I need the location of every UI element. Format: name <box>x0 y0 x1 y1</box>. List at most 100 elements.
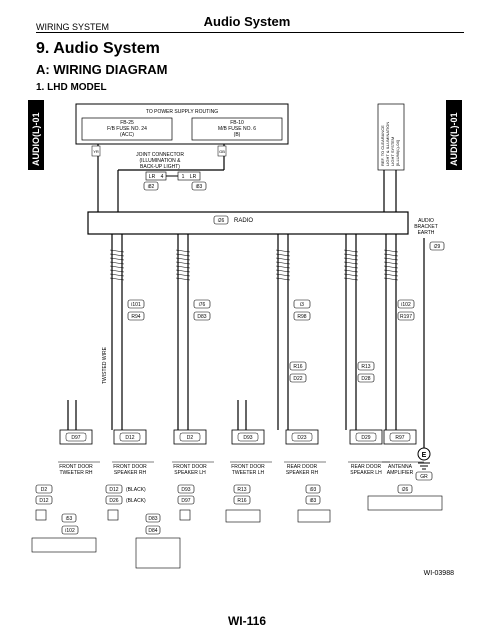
wire-label-yr: YR <box>93 149 99 154</box>
view-label-i53: i53 <box>66 516 73 522</box>
device-connector-tag <box>291 432 313 442</box>
inline-connector-tag <box>397 311 415 321</box>
device-connector-label: D93 <box>243 435 252 441</box>
twist-mark <box>175 253 191 257</box>
inline-connector-label: D28 <box>361 376 370 382</box>
device-name: FRONT DOOR <box>173 464 207 470</box>
inline-connector-label: R16 <box>293 364 302 370</box>
view-color-2: (BLACK) <box>126 498 146 504</box>
twist-mark <box>275 265 291 269</box>
view-plug-r13 <box>225 509 261 523</box>
view-conn-i102 <box>61 525 79 535</box>
twist-mark <box>109 277 125 281</box>
view-plug-i83 <box>297 509 331 523</box>
fuse-right-line-1: FB-10 <box>230 120 244 126</box>
twist-mark <box>275 277 291 281</box>
inline-connector-tag <box>357 361 375 371</box>
device-name: REAR DOOR <box>287 464 318 470</box>
device-name: AMPLIFIER <box>387 470 414 476</box>
inline-connector-tag <box>357 373 375 383</box>
inline-connector-tag <box>397 299 415 309</box>
view-conn-d12-b <box>105 484 123 494</box>
side-tag-left: AUDIO(L)-01 <box>31 113 41 167</box>
device-connector-tag <box>389 432 411 442</box>
earth-conn: i29 <box>434 244 441 250</box>
device-name: TWEETER LH <box>232 470 265 476</box>
device-connector-label: D12 <box>125 435 134 441</box>
view-label-d26: D26 <box>109 498 118 504</box>
fuse-left-box <box>81 117 173 141</box>
twist-mark <box>275 253 291 257</box>
inline-connector-label: R98 <box>297 314 306 320</box>
inline-connector-tag <box>193 311 211 321</box>
device-name: SPEAKER LH <box>350 470 382 476</box>
twist-mark <box>175 261 191 265</box>
twist-mark <box>109 269 125 273</box>
twist-mark <box>343 249 359 253</box>
inline-connector-tag <box>293 311 311 321</box>
view-label-d83: D83 <box>148 516 157 522</box>
view-conn-i93 <box>305 484 321 494</box>
view-label-d12-b: D12 <box>109 487 118 493</box>
twist-mark <box>383 253 399 257</box>
view-label-d12-a: D12 <box>39 498 48 504</box>
earth-wire-tag <box>415 471 433 481</box>
fuse-left-line-2: F/B FUSE NO. 24 <box>107 126 147 132</box>
twisted-wire-label: TWISTED WIRE <box>102 346 108 384</box>
earth-symbol <box>417 447 431 461</box>
twist-mark <box>383 257 399 261</box>
view-conn-i83 <box>305 495 321 505</box>
view-label-d84: D84 <box>148 528 157 534</box>
joint-label-1: JOINT CONNECTOR <box>136 152 184 158</box>
view-conn-i26 <box>397 484 413 494</box>
fuse-right-line-2: M/B FUSE NO. 6 <box>218 126 256 132</box>
view-color-1: (BLACK) <box>126 487 146 493</box>
side-tag-right: AUDIO(L)-01 <box>449 113 459 167</box>
model-heading: 1. LHD MODEL <box>36 82 107 93</box>
joint-pin-b-num: 1 <box>182 174 185 180</box>
figure-code: WI-03988 <box>423 570 454 577</box>
device-connector-label: D2 <box>187 435 194 441</box>
joint-conn-a <box>143 181 159 191</box>
twist-mark <box>109 273 125 277</box>
view-label-r16: R16 <box>237 498 246 504</box>
joint-conn-b-label: i83 <box>196 184 203 190</box>
device-connector-tag <box>237 432 259 442</box>
inline-connector-tag <box>289 361 307 371</box>
twist-mark <box>275 269 291 273</box>
ref-note-2: LIGHT & ILLUMINATION <box>385 122 390 166</box>
view-conn-d2 <box>35 484 53 494</box>
wire-tag-gb <box>217 145 227 157</box>
sub-heading: A: WIRING DIAGRAM <box>36 62 168 77</box>
joint-label-2: (ILLUMINATION & <box>139 158 181 164</box>
radio-conn: i26 <box>218 218 225 224</box>
device-name: SPEAKER LH <box>174 470 206 476</box>
twist-mark <box>343 277 359 281</box>
joint-pin-a-wire: LR <box>149 174 156 180</box>
power-supply-box <box>75 103 289 145</box>
twist-mark <box>383 269 399 273</box>
view-conn-d84 <box>145 525 161 535</box>
twist-mark <box>175 277 191 281</box>
earth-label-2: BRACKET <box>414 224 438 230</box>
inline-connector-label: i3 <box>300 302 304 308</box>
device-name: SPEAKER RH <box>286 470 319 476</box>
device-name: FRONT DOOR <box>231 464 265 470</box>
twist-mark <box>275 249 291 253</box>
device-connector-tag <box>119 432 141 442</box>
twist-mark <box>175 265 191 269</box>
device-name: TWEETER RH <box>59 470 92 476</box>
section-label: WIRING SYSTEM <box>36 22 110 32</box>
fuse-right-box <box>191 117 283 141</box>
view-conn-d97 <box>177 495 195 505</box>
twist-mark <box>109 257 125 261</box>
twist-mark <box>383 273 399 277</box>
device-name: REAR DOOR <box>351 464 382 470</box>
twist-mark <box>109 261 125 265</box>
twist-mark <box>383 261 399 265</box>
inline-connector-label: i76 <box>199 302 206 308</box>
device-connector-label: D23 <box>297 435 306 441</box>
page-title: Audio System <box>203 14 291 29</box>
fuse-left-line-1: FB-25 <box>120 120 134 126</box>
